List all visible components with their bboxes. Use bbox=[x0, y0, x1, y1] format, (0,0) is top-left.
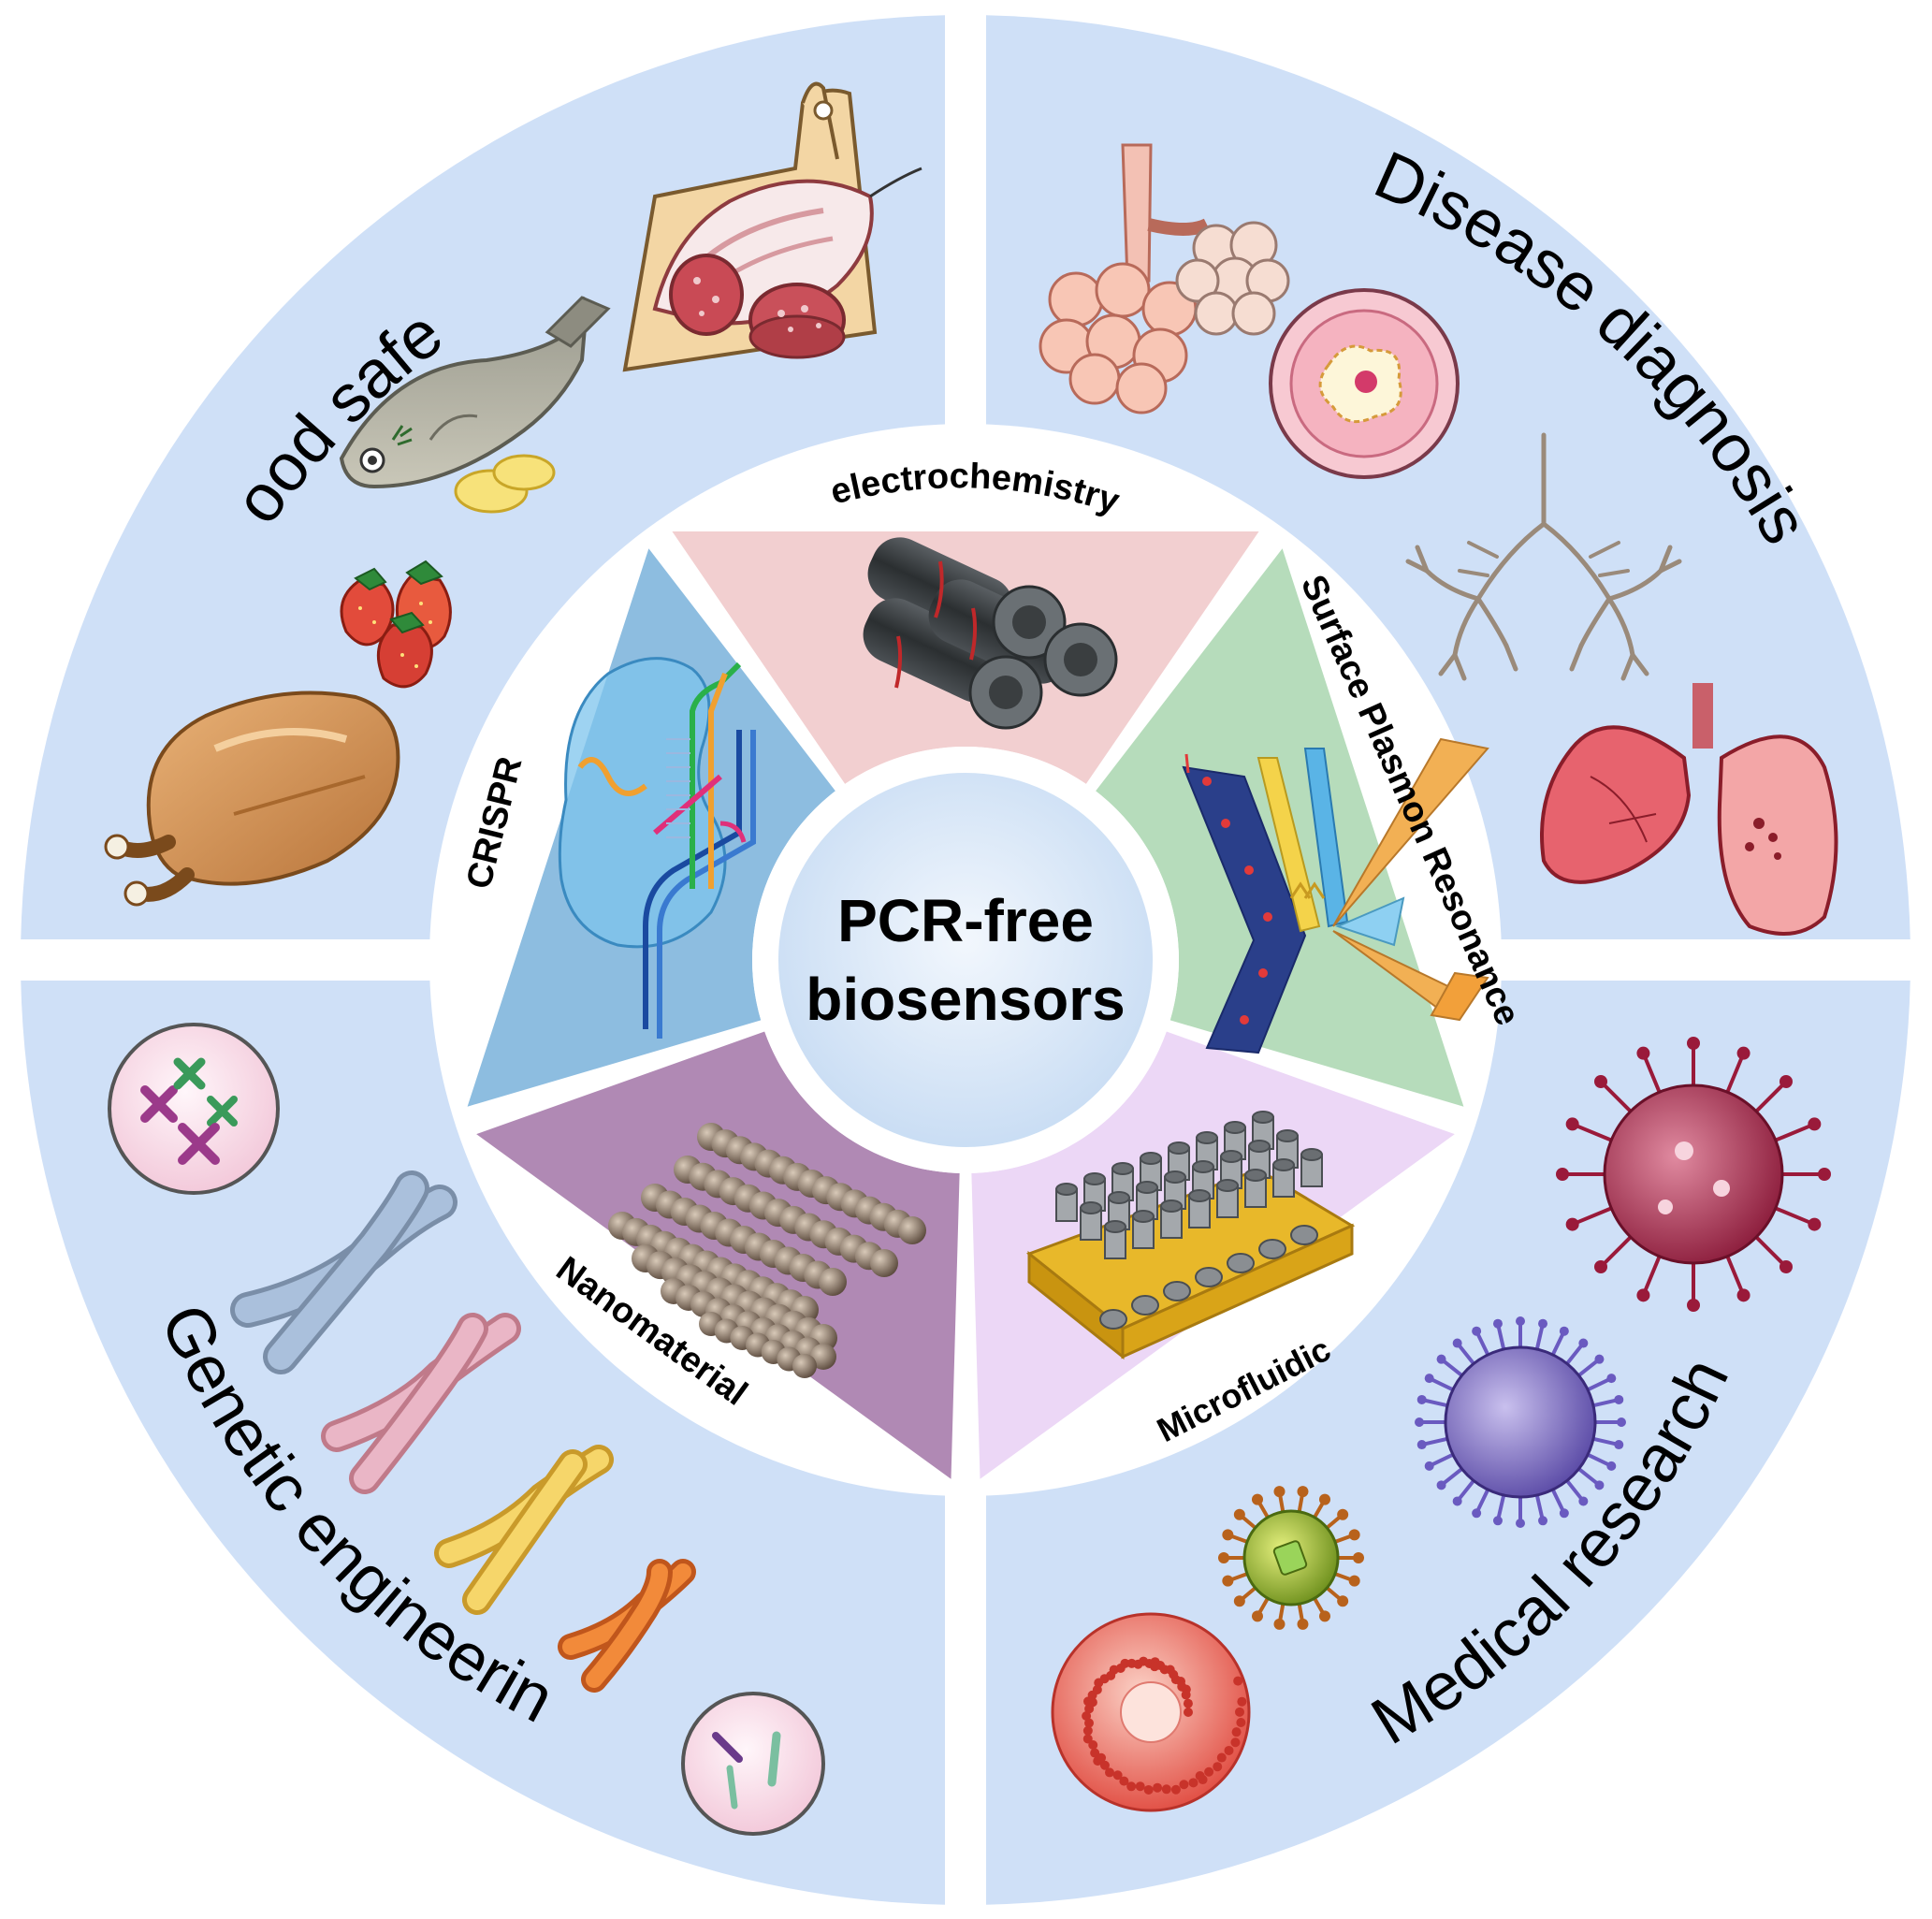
electrode-tubes-illustration bbox=[863, 537, 1118, 730]
microfluidic-chip-illustration bbox=[1025, 1111, 1356, 1360]
green-virus-illustration bbox=[1218, 1486, 1364, 1630]
salami-board-illustration bbox=[622, 81, 922, 372]
red-cell-illustration bbox=[1051, 1612, 1251, 1812]
cell-petri-dish-illustration bbox=[681, 1692, 825, 1836]
center-disk bbox=[778, 773, 1153, 1147]
alveoli-illustration bbox=[1039, 143, 1290, 414]
bronchial-tree-illustration bbox=[1405, 432, 1682, 681]
strawberries-illustration bbox=[340, 560, 452, 689]
center-title-line2: biosensors bbox=[806, 966, 1125, 1033]
roast-chicken-illustration bbox=[104, 691, 400, 907]
chromosome-yellow-illustration bbox=[434, 1445, 614, 1615]
red-virus-illustration bbox=[1556, 1037, 1831, 1312]
sector-nanomaterial bbox=[476, 1031, 960, 1479]
tissue-cross-section-illustration bbox=[1269, 288, 1460, 479]
chromosome-petri-dish-illustration bbox=[108, 1023, 280, 1195]
purple-virus-illustration bbox=[1415, 1316, 1626, 1528]
center-title-line1: PCR-free bbox=[837, 887, 1094, 954]
fish-illustration bbox=[339, 296, 611, 514]
chromosome-pink-illustration bbox=[321, 1313, 521, 1494]
chromosome-orange-illustration bbox=[558, 1559, 696, 1693]
lungs-illustration bbox=[1540, 683, 1838, 936]
spr-schematic-illustration bbox=[1182, 737, 1489, 1054]
chromosome-blue-illustration bbox=[230, 1170, 458, 1374]
crispr-illustration bbox=[558, 657, 756, 1039]
nanomaterial-illustration bbox=[608, 1123, 926, 1378]
